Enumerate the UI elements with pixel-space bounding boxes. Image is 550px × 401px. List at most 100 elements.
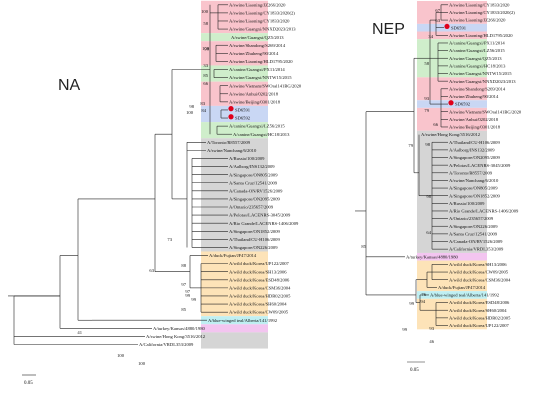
leaf-label: A/blue-winged teal/Alberta/141/1992 — [430, 293, 500, 298]
clade-highlight-band — [417, 252, 487, 261]
bootstrap-value: 97 — [181, 282, 186, 287]
bootstrap-value: 98 — [426, 194, 431, 199]
bootstrap-value: 64 — [426, 230, 431, 235]
clade-highlight-band — [201, 332, 268, 349]
leaf-label: A/swine/Hong Kong/3516/2012 — [421, 132, 481, 137]
study-strain-marker-icon — [444, 23, 450, 30]
leaf-label: A/wild duck/Korea/SH60/2004 — [229, 302, 287, 307]
leaf-label: A/wild duck/Korea/CW09/2005 — [449, 270, 509, 275]
bootstrap-value: 93 — [429, 326, 434, 331]
leaf-label: A/wild duck/Korea/HDR02/2005 — [449, 315, 511, 320]
leaf-label: A/wild duck/Korea/HDR02/2005 — [229, 294, 291, 299]
bootstrap-value: 66 — [203, 81, 208, 86]
leaf-label: SD6591 — [235, 108, 251, 113]
leaf-label: A/Toronto/R8557/2009 — [207, 140, 251, 145]
bootstrap-value: 100 — [117, 353, 125, 358]
bootstrap-value: 99 — [402, 327, 407, 332]
leaf-label: A/Singapore/ON226/2009 — [449, 224, 498, 229]
leaf-label: A/Pelotas/LACENRS-3045/2009 — [229, 213, 291, 218]
leaf-label: A/canine/Guangxi/PX11/2014 — [449, 41, 505, 46]
bootstrap-value: 97 — [185, 289, 190, 294]
leaf-label: A/Singapore/ON2095/2009 — [449, 155, 500, 160]
leaf-label: A/swine/Shandong/S269/2014 — [449, 86, 506, 91]
leaf-label: A/swine/Beijing/0301/2018 — [449, 125, 501, 130]
leaf-label: A/Russia/100/2009 — [449, 201, 485, 206]
leaf-label: A/swine/Liaoning/HLD1795/2020 — [449, 33, 513, 38]
leaf-label: A/duck/Fujian/JF47/2014 — [438, 285, 486, 290]
clade-highlight-band — [417, 31, 487, 40]
bootstrap-value: 93 — [424, 96, 429, 101]
leaf-label: A/Russia/100/2009 — [229, 156, 265, 161]
leaf-label: A/Santa Cruz/12541/2009 — [229, 180, 278, 185]
leaf-label: A/canine/Guangxi/HC18/2013 — [233, 132, 290, 137]
bootstrap-value: 63 — [435, 18, 440, 23]
bootstrap-value: 100 — [138, 361, 146, 366]
bootstrap-value: 94 — [420, 299, 425, 304]
bootstrap-value: 76 — [421, 292, 426, 297]
clade-highlight-band — [417, 23, 487, 32]
leaf-label: A/wild duck/Korea/UP122/2007 — [449, 323, 510, 328]
clade-highlight-band — [201, 316, 268, 325]
leaf-label: A/Singapore/ON2095/2009 — [229, 197, 280, 202]
leaf-label: A/Santa Cruz/12541/2009 — [449, 231, 498, 236]
leaf-label: A/Singapore/ON226/2009 — [229, 245, 278, 250]
leaf-label: A/Aalborg/INS132/2009 — [229, 164, 275, 169]
leaf-label: A/swine/Zhuheng/90/2014 — [229, 51, 279, 56]
leaf-label: A/swine/Guangxi/NNTW15/2015 — [449, 71, 512, 76]
leaf-label: A/Singapore/ON1852/2009 — [449, 193, 500, 198]
leaf-label: SD6591 — [451, 25, 467, 30]
leaf-label: A/swine/Liaoning/CY1833/2020 — [229, 19, 290, 24]
leaf-label: A/swine/Guangxi/NNTW15/2015 — [229, 75, 292, 80]
leaf-label: A/Canada-ON/RV1526/2009 — [229, 188, 283, 193]
leaf-label: A/swine/Hong Kong/3516/2012 — [146, 334, 206, 339]
leaf-label: A/wild duck/Korea/SH60/2004 — [449, 308, 507, 313]
study-strain-marker-icon — [228, 114, 234, 120]
bootstrap-value: 67 — [435, 8, 440, 13]
bootstrap-value: 79 — [424, 108, 429, 113]
leaf-label: A/swine/Beijing/0301/2018 — [229, 99, 281, 104]
clade-highlight-band — [201, 41, 268, 66]
leaf-label: A/Toronto/R8557/2009 — [449, 170, 493, 175]
leaf-label: A/Aalborg/INS132/2009 — [449, 147, 495, 152]
leaf-label: A/Rio Grande/LACENRS-1406/2009 — [449, 209, 519, 214]
leaf-label: A/wild duck/Korea/UP122/2007 — [229, 261, 290, 266]
study-strain-marker-icon — [448, 100, 454, 106]
na-scale-label: 0.05 — [24, 381, 33, 386]
leaf-label: A/Ontario/235657/2009 — [449, 216, 494, 221]
bootstrap-value: 100 — [201, 9, 209, 14]
leaf-label: A/duck/Fujian/JF47/2014 — [209, 253, 257, 258]
leaf-label: A/Thailand/CU-H106/2009 — [229, 237, 280, 242]
leaf-label: A/Singapore/ON805/2009 — [449, 186, 498, 191]
bootstrap-value: 33 — [203, 63, 208, 68]
bootstrap-value: 34 — [428, 34, 433, 39]
bootstrap-value: 46 — [429, 339, 434, 344]
clade-highlight-band — [417, 107, 487, 131]
leaf-label: A/canine/Guangxi/HC18/2013 — [449, 63, 506, 68]
bootstrap-value: 85 — [203, 73, 208, 78]
bootstrap-value: 99 — [409, 301, 414, 306]
clade-highlight-band — [201, 324, 268, 333]
bootstrap-value: 98 — [425, 142, 430, 147]
na-tree-title: NA — [58, 77, 81, 94]
leaf-label: A/swine/Vietnam/SWOral141BG/2020 — [449, 109, 522, 114]
clade-highlight-band — [201, 251, 268, 317]
clade-highlight-band — [417, 77, 487, 101]
leaf-label: A/Pelotas/LACENRS-3045/2009 — [449, 163, 511, 168]
leaf-label: A/canine/Guangxi/PX11/2014 — [229, 67, 285, 72]
leaf-label: A/wild duck/Korea/ESD48/2006 — [229, 277, 290, 282]
leaf-label: SD6592 — [455, 102, 471, 107]
clade-highlight-band — [201, 81, 268, 106]
leaf-label: A/wild duck/Korea/ESD48/2006 — [449, 300, 510, 305]
bootstrap-value: 58 — [203, 21, 208, 26]
nep-scale-label: 0.05 — [410, 368, 419, 373]
nep-tree-title: NEP — [372, 21, 405, 38]
leaf-label: A/Singapore/ON1852/2009 — [229, 229, 280, 234]
bootstrap-value: 41 — [77, 330, 82, 335]
leaf-label: A/swine/Vietnam/SWOral141BG/2020 — [229, 83, 302, 88]
bootstrap-value: 99 — [191, 297, 196, 302]
leaf-label: A/turkey/Kansas/4880/1980 — [153, 326, 206, 331]
leaf-label: A/swine/Guangxi/QZ5/2013 — [231, 35, 284, 40]
leaf-label: A/Singapore/ON805/2009 — [229, 172, 278, 177]
leaf-label: A/swine/Anhui/0202/2018 — [229, 91, 279, 96]
